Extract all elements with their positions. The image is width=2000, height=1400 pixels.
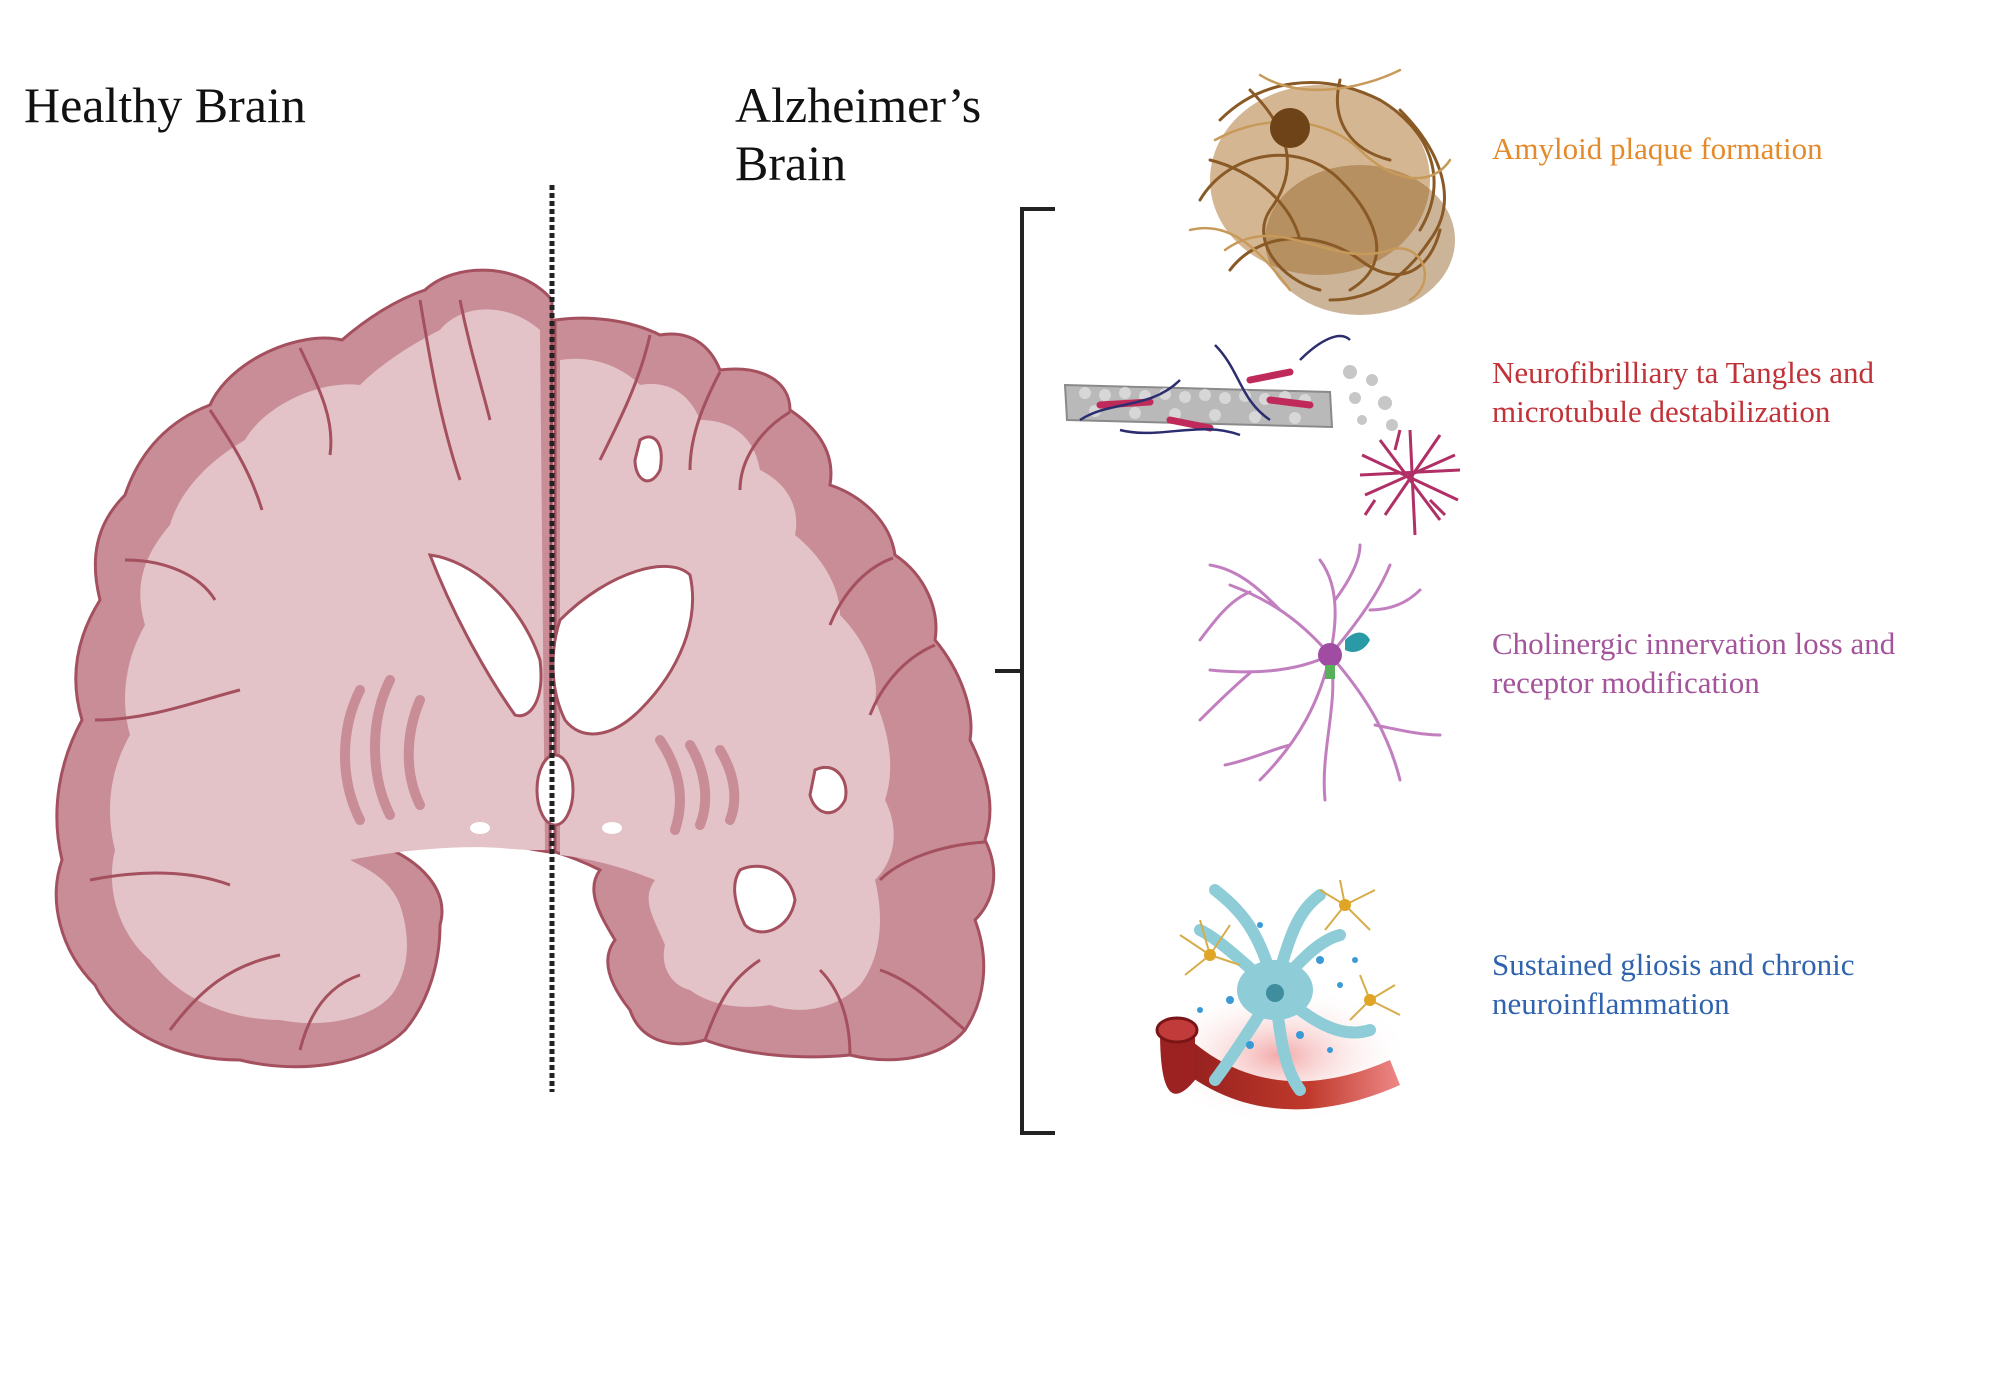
healthy-brain-title: Healthy Brain — [24, 77, 306, 133]
tangles-label-line1: Neurofibrilliary ta Tangles and — [1492, 355, 1875, 390]
healthy-ventricle — [427, 553, 543, 718]
neuron-soma — [1318, 643, 1342, 667]
alzheimers-brain-title: Alzheimer’s Brain — [735, 76, 981, 192]
healthy-sulci — [89, 299, 492, 1051]
basal-ganglia — [340, 675, 740, 835]
tangles-label-line2: microtubule destabilization — [1492, 394, 1831, 429]
alzheimers-sulci — [598, 334, 986, 1056]
glia-blood-vessel-icon — [1150, 879, 1410, 1125]
cholinergic-label: Cholinergic innervation loss and recepto… — [1492, 624, 1895, 702]
pathology-bracket — [995, 207, 1055, 1135]
amyloid-label-line1: Amyloid plaque formation — [1492, 131, 1823, 166]
amyloid-label: Amyloid plaque formation — [1492, 129, 1823, 168]
cholinergic-label-line1: Cholinergic innervation loss and — [1492, 626, 1896, 661]
tangles-label: Neurofibrilliary ta Tangles and microtub… — [1492, 353, 1874, 431]
alzheimers-atrophy-gaps — [633, 435, 848, 934]
alzheimers-title-line2: Brain — [735, 135, 847, 191]
microtubule-tangle-icon — [1063, 334, 1461, 536]
amyloid-plaque-icon — [1188, 68, 1455, 315]
alzheimers-title-line1: Alzheimer’s — [735, 77, 982, 133]
cholinergic-neuron-icon — [1198, 543, 1442, 802]
cholinergic-label-line2: receptor modification — [1492, 665, 1760, 700]
gliosis-label: Sustained gliosis and chronic neuroinfla… — [1492, 945, 1854, 1023]
enlarged-ventricle — [551, 564, 695, 736]
healthy-white-matter — [110, 309, 545, 1024]
gliosis-label-line1: Sustained gliosis and chronic — [1492, 947, 1855, 982]
ventricles — [427, 553, 695, 827]
brain-coronal-section — [54, 185, 996, 1092]
neurofibrillary-tangle — [1359, 429, 1461, 536]
gliosis-label-line2: neuroinflammation — [1492, 986, 1730, 1021]
alzheimers-white-matter — [560, 358, 894, 1010]
